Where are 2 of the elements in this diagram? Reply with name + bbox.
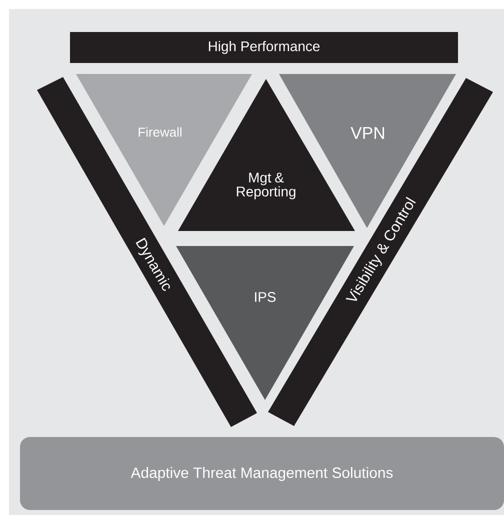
banner-bar: High Performance bbox=[70, 32, 458, 63]
rounded-box: Adaptive Threat Management Solutions bbox=[20, 437, 504, 510]
